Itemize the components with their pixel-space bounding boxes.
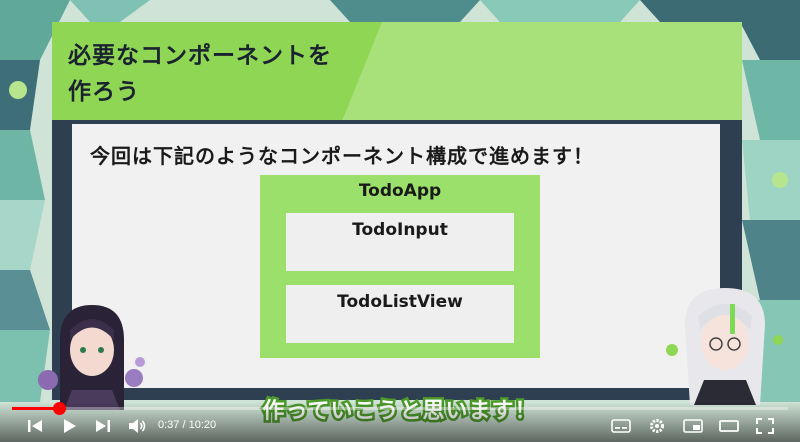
component-todoinput-label: TodoInput (352, 220, 448, 240)
time-display: 0:37 / 10:20 (158, 419, 216, 431)
slide-title-line-2: 作ろう (68, 79, 140, 105)
component-todolistview-label: TodoListView (337, 292, 463, 312)
right-character-avatar (666, 288, 783, 405)
component-todoinput-box (286, 213, 514, 271)
current-time: 0:37 (158, 419, 180, 431)
subtitles-icon[interactable] (610, 416, 632, 436)
progress-bar[interactable] (12, 402, 788, 415)
left-character-avatar (38, 305, 145, 410)
duration: 10:20 (188, 419, 217, 431)
progress-bar-fill (12, 407, 59, 410)
slide-title-line-1: 必要なコンポーネントを (68, 43, 332, 69)
time-separator: / (179, 419, 189, 431)
fullscreen-icon[interactable] (754, 416, 776, 436)
settings-icon[interactable] (646, 416, 668, 436)
component-todoapp-label: TodoApp (358, 181, 442, 201)
play-icon[interactable] (58, 416, 80, 436)
theater-icon[interactable] (718, 416, 740, 436)
component-todolistview-box (286, 285, 514, 343)
next-icon[interactable] (92, 416, 114, 436)
miniplayer-icon[interactable] (682, 416, 704, 436)
slide-title: 必要なコンポーネントを 作ろう (68, 38, 378, 110)
player-controls-bar (0, 402, 800, 442)
slide-heading: 今回は下記のようなコンポーネント構成で進めます！ (90, 144, 594, 168)
volume-icon[interactable] (126, 416, 148, 436)
previous-icon[interactable] (24, 416, 46, 436)
progress-scrubber[interactable] (52, 402, 66, 415)
title-box (52, 22, 382, 120)
